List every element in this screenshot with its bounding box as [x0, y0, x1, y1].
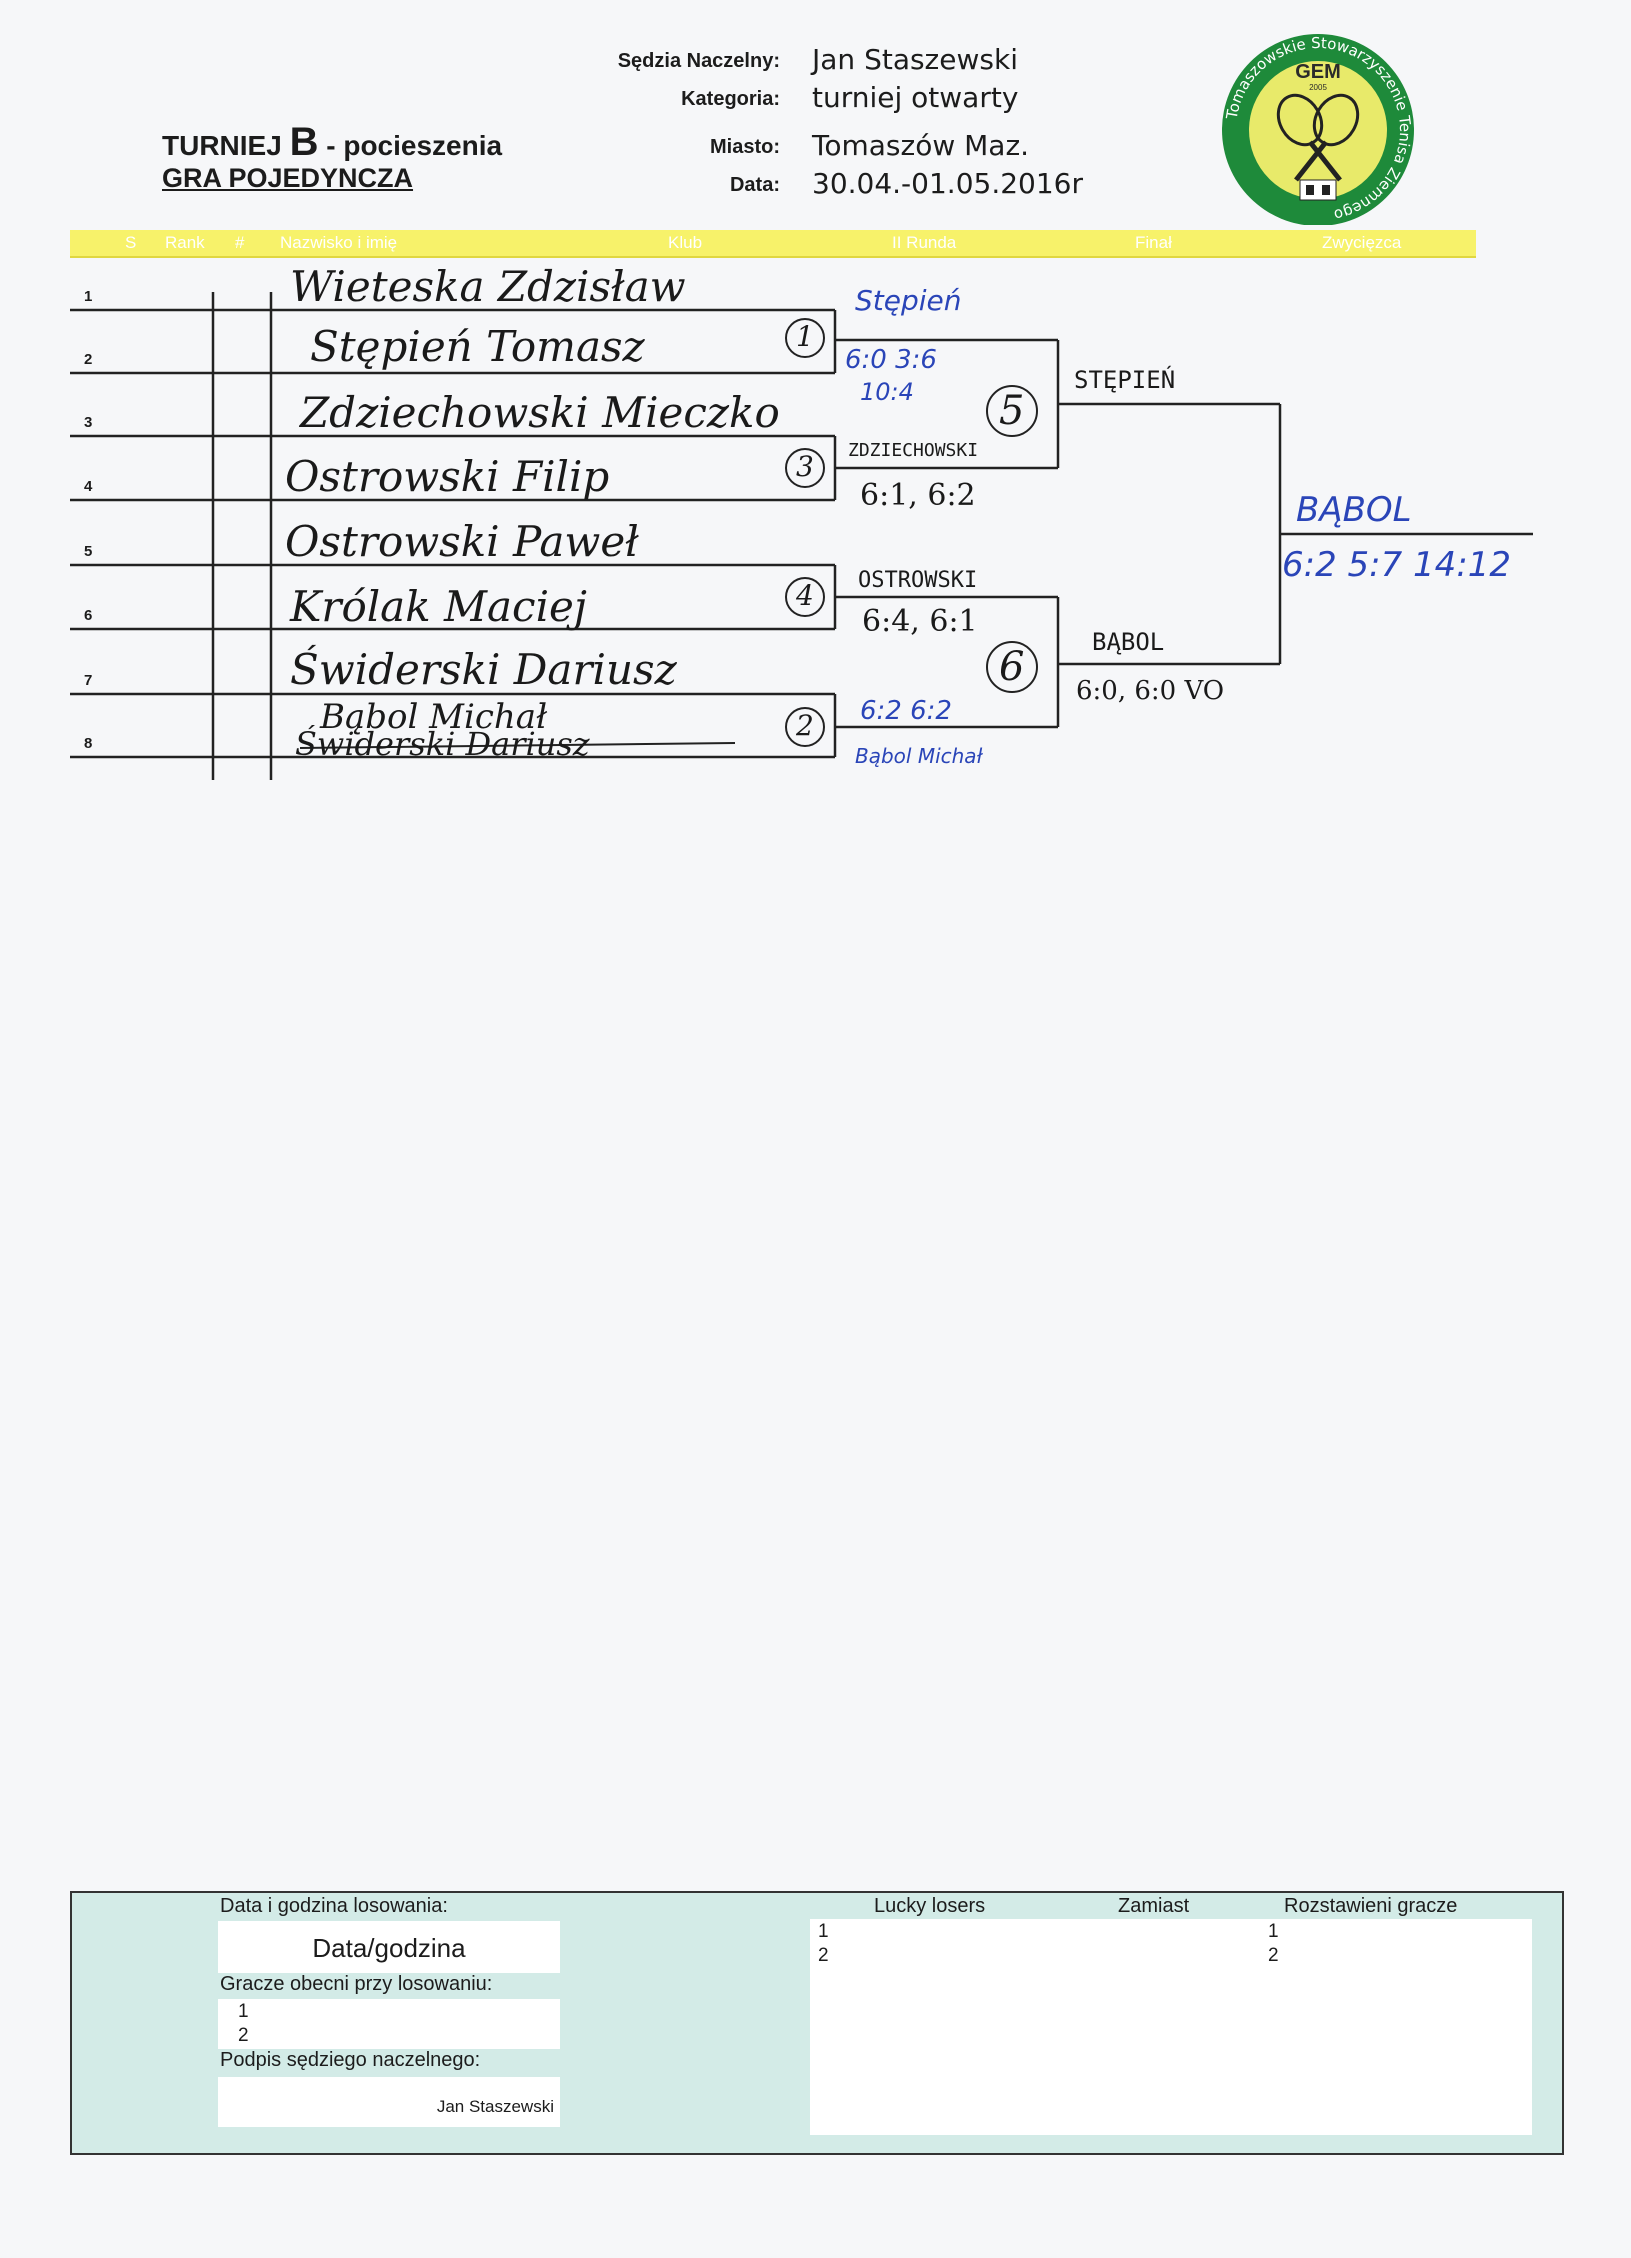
sign-box: Jan Staszewski — [218, 2077, 560, 2127]
final-winner-1: STĘPIEŃ — [1074, 366, 1176, 394]
match-number-6: 6 — [999, 644, 1025, 690]
lucky-losers-box: 1 2 1 2 — [810, 1919, 1532, 2135]
judge-label: Sędzia Naczelny: — [617, 50, 780, 72]
present-label: Gracze obecni przy losowaniu: — [220, 1973, 493, 1995]
row-number: 4 — [84, 478, 93, 495]
present-box: 1 2 — [218, 1999, 560, 2049]
logo-svg: Tomaszowskie Stowarzyszenie Tenisa Ziemn… — [1222, 34, 1414, 225]
col-name: Nazwisko i imię — [280, 233, 398, 252]
judge-signature: Jan Staszewski — [436, 2097, 554, 2116]
round2-score-4: 6:2 6:2 — [860, 696, 952, 726]
round2-winner-2: ZDZIECHOWSKI — [848, 440, 979, 461]
row-number: 7 — [84, 672, 93, 689]
player-name-8: Bąbol Michał — [320, 697, 548, 737]
column-header-bar: S Rank # Nazwisko i imię Klub II Runda F… — [70, 230, 1476, 258]
col-club: Klub — [668, 233, 703, 252]
category-label: Kategoria: — [681, 88, 780, 110]
round2-score-3: 6:4, 6:1 — [862, 604, 978, 639]
logo-year: 2005 — [1309, 83, 1327, 92]
draw-value: Data/godzina — [312, 1933, 466, 1963]
sign-label: Podpis sędziego naczelnego: — [220, 2049, 481, 2071]
player-name-7: Świderski Dariusz — [290, 645, 677, 694]
judge-value: Jan Staszewski — [812, 43, 1018, 76]
col-seed: S — [125, 233, 137, 252]
city-label: Miasto: — [710, 136, 780, 158]
match-number-5: 5 — [999, 388, 1025, 434]
lucky-row-2: 2 — [818, 1945, 829, 1966]
player-name-2: Stępień Tomasz — [310, 322, 645, 371]
draw-label: Data i godzina losowania: — [220, 1895, 448, 1917]
col-rank: Rank — [165, 233, 205, 252]
date-label: Data: — [729, 174, 780, 196]
draw-info-panel: Data i godzina losowania: Data/godzina G… — [70, 1891, 1564, 2155]
crossed-name: Świderski Dariusz — [295, 725, 590, 763]
seeded-label: Rozstawieni gracze — [1284, 1895, 1458, 1917]
final-winner-2: BĄBOL — [1092, 628, 1165, 656]
final-score-2: 6:0, 6:0 VO — [1076, 676, 1225, 706]
tournament-title: TURNIEJ B - pocieszenia — [162, 120, 503, 164]
round2-score-1a: 6:0 3:6 — [845, 345, 937, 375]
category-value: turniej otwarty — [812, 81, 1019, 114]
city-value: Tomaszów Maz. — [812, 129, 1030, 162]
present-1: 1 — [238, 2001, 249, 2022]
club-logo: Tomaszowskie Stowarzyszenie Tenisa Ziemn… — [1218, 30, 1418, 225]
round2-score-2: 6:1, 6:2 — [860, 478, 976, 513]
present-2: 2 — [238, 2025, 249, 2046]
match-number-3: 3 — [796, 450, 814, 483]
row-number: 6 — [84, 607, 93, 624]
col-winner: Zwycięzca — [1322, 233, 1402, 252]
row-number: 2 — [84, 351, 93, 368]
col-round2: II Runda — [892, 233, 957, 252]
row-number: 1 — [84, 288, 93, 305]
match-number-1: 1 — [796, 320, 814, 353]
row-number: 8 — [84, 735, 93, 752]
player-name-5: Ostrowski Paweł — [285, 517, 639, 566]
logo-name: GEM — [1295, 61, 1341, 83]
player-name-1: Wieteska Zdzisław — [290, 262, 686, 311]
player-name-3: Zdziechowski Mieczko — [300, 388, 780, 437]
round2-winner-3: OSTROWSKI — [858, 568, 978, 593]
lucky-row-1: 1 — [818, 1921, 829, 1942]
row-number: 5 — [84, 543, 93, 560]
match-number-2: 2 — [796, 709, 814, 742]
player-name-4: Ostrowski Filip — [285, 452, 610, 501]
seeded-row-2: 2 — [1268, 1945, 1279, 1966]
match-number-4: 4 — [796, 579, 814, 612]
row-number: 3 — [84, 414, 93, 431]
player-name-6: Królak Maciej — [290, 582, 587, 631]
draw-value-box: Data/godzina — [218, 1921, 560, 1973]
round2-score-1b: 10:4 — [860, 378, 914, 406]
seeded-row-1: 1 — [1268, 1921, 1279, 1942]
lucky-losers-label: Lucky losers — [874, 1895, 986, 1917]
champion-name: BĄBOL — [1296, 490, 1412, 530]
champion-score: 6:2 5:7 14:12 — [1282, 545, 1512, 585]
col-final: Finał — [1135, 233, 1172, 252]
round2-winner-4: Bąbol Michał — [855, 744, 983, 768]
zamiast-label: Zamiast — [1118, 1895, 1190, 1917]
col-hash: # — [235, 233, 245, 252]
tournament-subtitle: GRA POJEDYNCZA — [162, 163, 414, 193]
date-value: 30.04.-01.05.2016r — [812, 167, 1083, 200]
round2-winner-1: Stępień — [855, 284, 962, 317]
